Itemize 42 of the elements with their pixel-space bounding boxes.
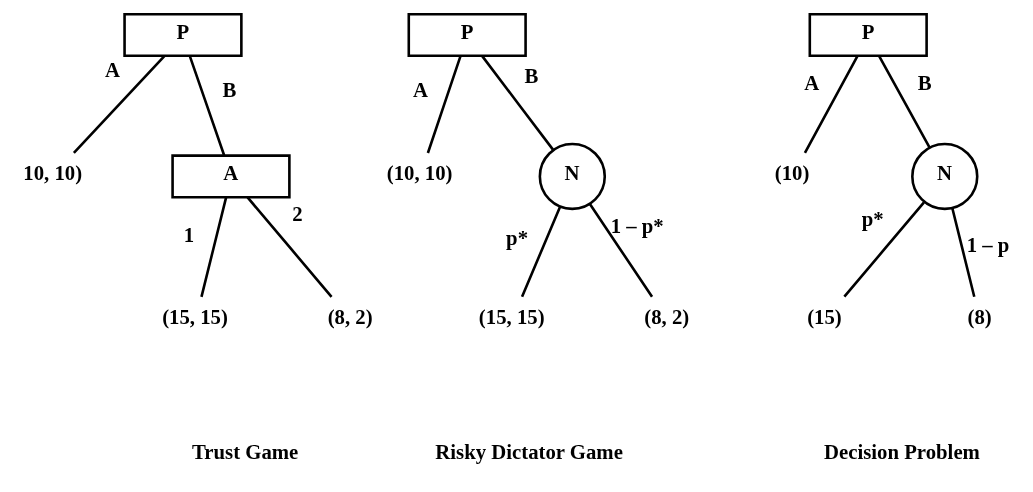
edge-label: B bbox=[524, 64, 539, 87]
node-text: (10, 10) bbox=[386, 161, 453, 184]
label: Trust Game bbox=[192, 440, 299, 463]
node-text: (8, 2) bbox=[644, 305, 690, 328]
node-text: (10) bbox=[774, 161, 810, 184]
node-text: 10, 10) bbox=[23, 161, 83, 184]
node-box: P bbox=[808, 12, 928, 57]
node-box: A bbox=[171, 153, 291, 198]
edge-label: p* bbox=[861, 207, 884, 230]
connector bbox=[843, 201, 925, 298]
connector bbox=[803, 55, 859, 154]
connector bbox=[588, 202, 654, 297]
node-text: (15) bbox=[807, 305, 842, 328]
connector bbox=[878, 55, 931, 148]
connector bbox=[246, 196, 333, 298]
label: Risky Dictator Game bbox=[435, 440, 623, 463]
node-circle: N bbox=[911, 142, 979, 210]
edge-label: 1 – p bbox=[966, 233, 1010, 256]
connector bbox=[520, 205, 562, 297]
node-box: P bbox=[407, 12, 527, 57]
edge-label: 1 – p* bbox=[610, 214, 664, 237]
connector bbox=[426, 55, 462, 153]
edge-label: B bbox=[917, 71, 932, 94]
edge-label: A bbox=[105, 58, 121, 81]
connector bbox=[951, 207, 976, 297]
label: Decision Problem bbox=[824, 440, 980, 463]
connector bbox=[72, 54, 166, 154]
node-box: P bbox=[123, 12, 243, 57]
connector bbox=[481, 54, 554, 150]
edge-label: 2 bbox=[292, 202, 303, 225]
edge-label: p* bbox=[506, 226, 529, 249]
edge-label: A bbox=[804, 71, 820, 94]
edge-label: 1 bbox=[183, 223, 195, 246]
edge-label: B bbox=[222, 78, 237, 101]
node-text: (15, 15) bbox=[478, 305, 545, 328]
node-text: (15, 15) bbox=[162, 305, 228, 328]
connector bbox=[188, 55, 226, 156]
node-circle: N bbox=[538, 142, 607, 210]
edge-label: A bbox=[413, 78, 429, 101]
node-text: (8) bbox=[967, 305, 992, 328]
node-text: (8, 2) bbox=[327, 305, 373, 328]
connector bbox=[200, 196, 228, 297]
